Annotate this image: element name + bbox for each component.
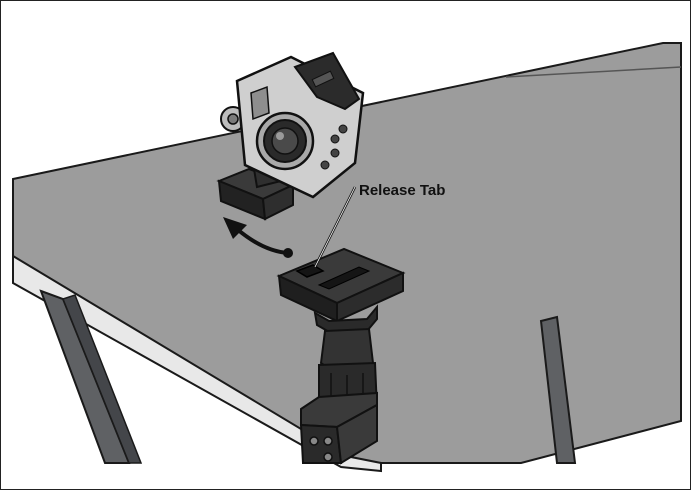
release-tab-callout: Release Tab xyxy=(313,182,445,268)
housing-button-3 xyxy=(330,148,340,158)
table-leg-left-side xyxy=(62,294,143,464)
table-panel-seam xyxy=(505,66,682,78)
mount-collar xyxy=(313,304,378,335)
camera-assembly xyxy=(216,51,365,221)
clamp-bracket-side xyxy=(335,403,378,465)
housing-latch-detail xyxy=(311,70,335,88)
quick-release-base-side xyxy=(336,271,404,323)
camera-screen xyxy=(250,85,270,121)
camera-lens-glass xyxy=(271,127,299,155)
clamp-screw-1 xyxy=(309,436,319,446)
housing-button-1 xyxy=(330,134,340,144)
pivot-knob-center xyxy=(227,113,239,125)
clamp-bracket-body xyxy=(299,423,343,464)
housing-button-2 xyxy=(338,124,348,134)
housing-button-4 xyxy=(320,160,330,170)
base-rail-slot xyxy=(317,266,371,290)
clamp-screw-3 xyxy=(323,452,333,462)
callout-leader-line-inner xyxy=(314,186,356,268)
curved-arrow-icon xyxy=(223,217,293,258)
clamp-mount xyxy=(276,247,406,465)
table-leg-right xyxy=(539,315,577,464)
callout-label: Release Tab xyxy=(359,182,445,199)
camera-lens-highlight xyxy=(276,132,284,140)
clamp-screw-2 xyxy=(323,436,333,446)
camera-buckle-side xyxy=(261,183,294,221)
release-tab xyxy=(295,264,325,278)
